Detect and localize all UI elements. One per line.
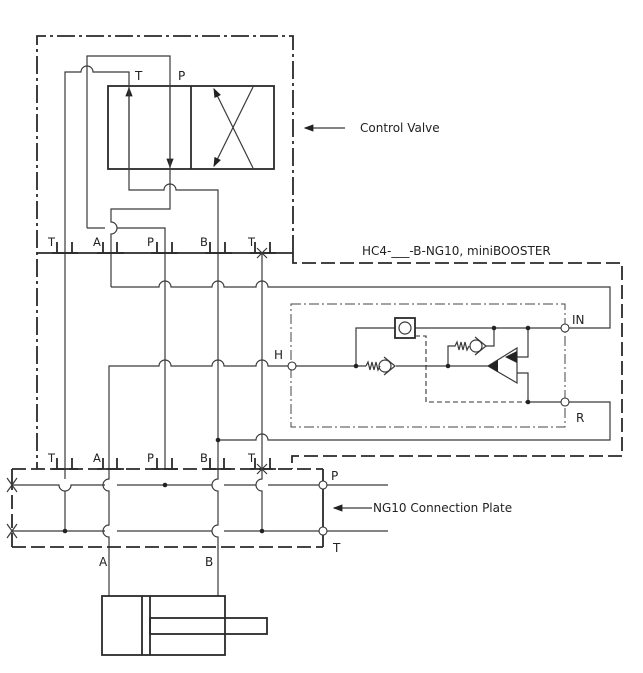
booster-enclosure [291, 253, 623, 469]
port-in [560, 323, 570, 333]
valve-lines [64, 55, 219, 469]
booster-port-h: H [274, 348, 283, 362]
check-valve-icon [469, 339, 483, 353]
plate-t-label: T [332, 541, 341, 555]
lower-port-t1: T [47, 451, 56, 465]
valve-port-t-label: T [134, 69, 143, 83]
connection-plate-label: NG10 Connection Plate [373, 501, 512, 515]
booster-circuit [287, 303, 570, 428]
lower-port-a: A [93, 451, 101, 465]
booster-port-r: R [576, 411, 584, 425]
plate-port-p [318, 480, 328, 490]
booster-icon [486, 346, 518, 385]
connection-plate [6, 458, 388, 596]
cylinder-port-a: A [99, 555, 108, 569]
hydraulic-cylinder-icon [101, 560, 268, 656]
port-r [560, 397, 570, 407]
spring-icon [365, 360, 381, 372]
directional-valve [107, 85, 275, 170]
upper-port-b: B [200, 235, 208, 249]
valve-port-p-label: P [178, 69, 185, 83]
plate-port-t [318, 526, 328, 536]
plate-p-label: P [331, 469, 338, 483]
lower-port-b: B [200, 451, 208, 465]
shuttle-valve-icon [394, 317, 416, 339]
port-h [287, 361, 297, 371]
upper-port-t1: T [47, 235, 56, 249]
upper-port-p: P [147, 235, 154, 249]
upper-port-row [52, 242, 276, 259]
booster-port-in: IN [572, 313, 585, 327]
control-valve-label: Control Valve [360, 121, 440, 135]
check-valve-icon [378, 359, 392, 373]
booster-label: HC4-___-B-NG10, miniBOOSTER [362, 244, 551, 258]
cylinder-port-b: B [205, 555, 213, 569]
upper-port-a: A [93, 235, 101, 249]
booster-connection-lines [102, 253, 611, 560]
upper-port-t2: T [247, 235, 256, 249]
lower-port-t2: T [247, 451, 256, 465]
lower-port-p: P [147, 451, 154, 465]
